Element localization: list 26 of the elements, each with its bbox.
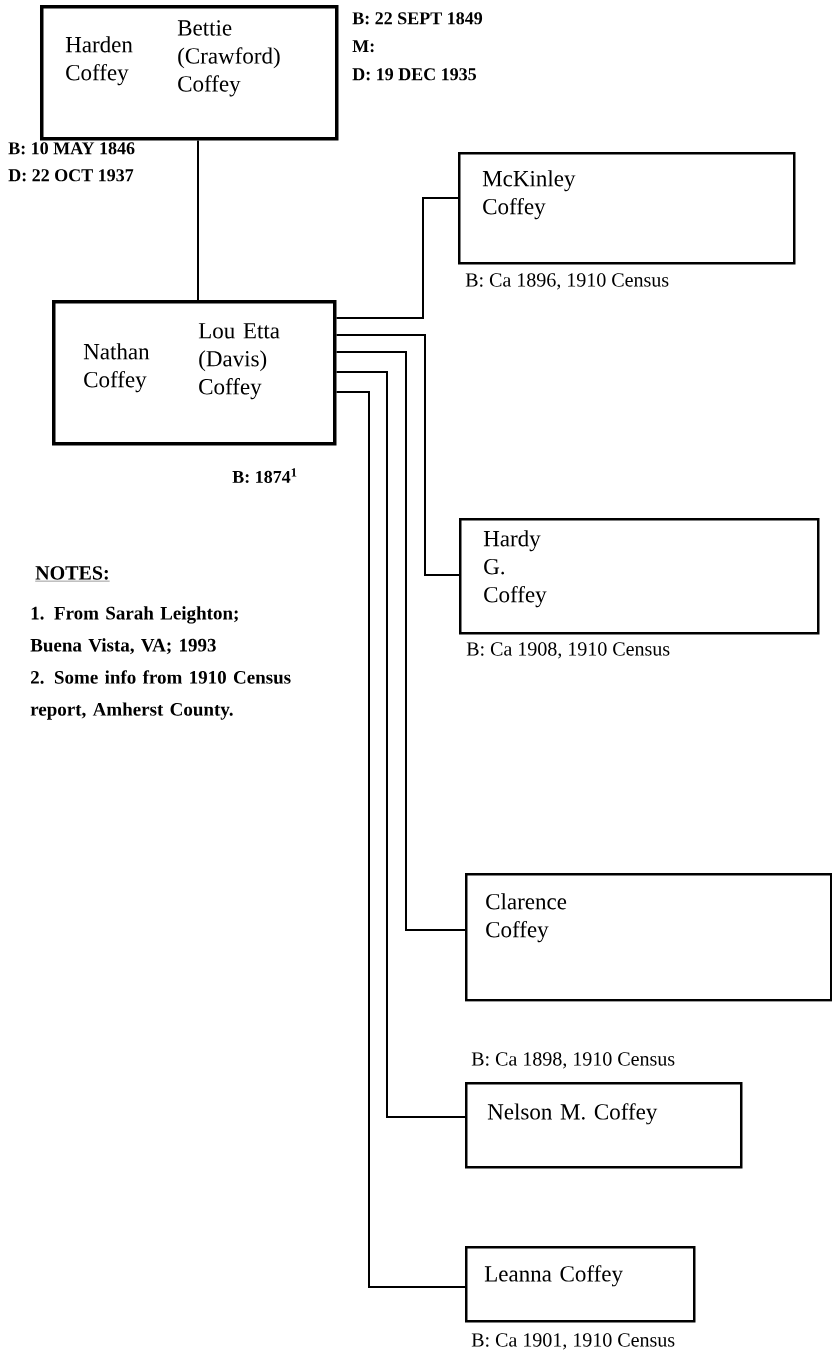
person-box: Nathan Coffey Lou Etta (Davis) Coffey [52,300,337,446]
connector-line [335,371,466,1118]
note-text: 2. Some info from 1910 Census report, Amherst County. [30,670,291,720]
connector-line [335,334,460,576]
date-text: B: Ca 1908, 1910 Census [466,642,670,659]
date-text: M: [352,40,374,53]
date-text: B: Ca 1901, 1910 Census [471,1333,675,1350]
date-text: B: 10 MAY 1846 [8,142,135,155]
connector-line [197,139,199,301]
person-box: Hardy G. Coffey [459,518,820,635]
person-box: Nelson M. Coffey [465,1082,743,1169]
date-text: B: Ca 1896, 1910 Census [465,273,669,290]
person-box: Clarence Coffey [465,873,832,1002]
date-text: B: 22 SEPT 1849 [352,12,483,25]
person-box: Leanna Coffey [465,1246,696,1323]
connector-line [335,197,459,319]
person-box: McKinley Coffey [458,152,796,265]
connector-line [335,391,466,1288]
date-text: D: 19 DEC 1935 [352,68,477,81]
notes-heading: NOTES: [35,566,110,582]
note-text: 1. From Sarah Leighton; Buena Vista, VA; 1993 [30,606,238,655]
date-text: B: 1874$^{1}$ [232,468,297,484]
date-text: B: Ca 1898, 1910 Census [471,1052,675,1069]
connector-line [335,351,466,931]
date-text: D: 22 OCT 1937 [8,169,134,182]
person-box: Harden Coffey Bettie (Crawford) Coffey [40,5,339,141]
